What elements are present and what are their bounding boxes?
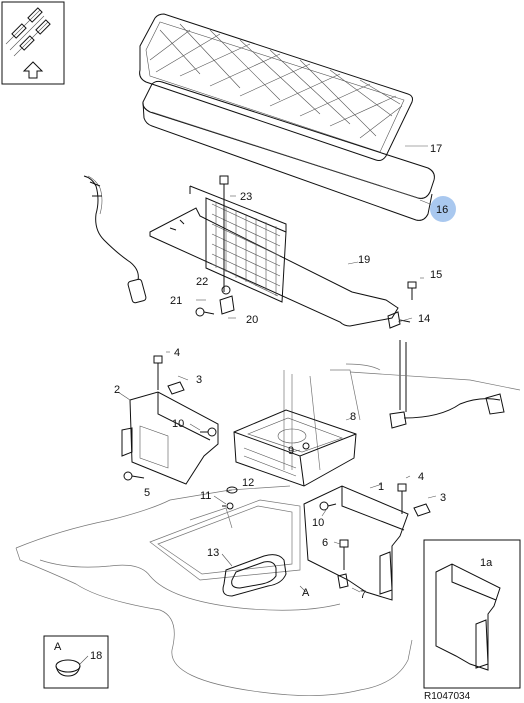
- screw-21: [195, 307, 215, 317]
- highlight-marker: [430, 196, 456, 222]
- screw-4-right: [397, 483, 407, 514]
- callout-22: 22: [196, 276, 208, 288]
- callout-1: 1: [378, 481, 384, 493]
- inset-label-a: A: [54, 641, 62, 653]
- callout-20: 20: [246, 314, 258, 326]
- callout-19: 19: [358, 254, 370, 266]
- callout-5: 5: [144, 487, 150, 499]
- orientation-icon: [1, 1, 65, 85]
- vehicle-floor-rails: [283, 363, 521, 471]
- detail-inset-18: [43, 635, 109, 689]
- callout-7: 7: [360, 589, 366, 601]
- callout-9: 9: [288, 445, 294, 457]
- callout-8: 8: [350, 411, 356, 423]
- plug-12: [226, 486, 238, 494]
- seat-cover-part: [139, 13, 413, 161]
- callout-17: 17: [430, 143, 442, 155]
- wiring-harness-right: [389, 340, 505, 429]
- floor-outline: [15, 485, 413, 696]
- screw-23: [219, 175, 229, 292]
- callout-10-right: 10: [312, 517, 324, 529]
- screw-10-right: [319, 501, 337, 511]
- seat-frame-part: [149, 185, 399, 327]
- callout-3-right: 3: [440, 492, 446, 504]
- wiring-harness-left: [83, 175, 147, 304]
- callout-23: 23: [240, 191, 252, 203]
- callout-4-right: 4: [418, 471, 424, 483]
- screw-10-left: [200, 427, 217, 437]
- leader-lines: [117, 195, 437, 593]
- frame-13: [222, 554, 287, 597]
- callout-16[interactable]: 16: [436, 204, 448, 216]
- detail-inset-1a: [423, 539, 521, 689]
- screw-4-left: [153, 355, 163, 390]
- screw-6: [339, 539, 349, 570]
- bracket-box-2: [121, 391, 219, 485]
- callout-4-left: 4: [174, 347, 180, 359]
- bracket-1: [303, 485, 409, 601]
- callout-12: 12: [242, 477, 254, 489]
- callout-1a: 1a: [480, 557, 493, 569]
- bracket-20: [219, 285, 235, 315]
- callout-15: 15: [430, 269, 442, 281]
- control-box-8: [233, 409, 357, 487]
- drawing-reference: R1047034: [424, 691, 471, 702]
- forward-arrow-icon: [22, 61, 44, 79]
- callout-13: 13: [207, 547, 219, 559]
- callout-3-left: 3: [196, 374, 202, 386]
- screw-5: [123, 471, 145, 481]
- clip-3-left: [167, 381, 185, 395]
- callout-6: 6: [322, 537, 328, 549]
- screw-9: [302, 442, 310, 450]
- clip-14: [387, 311, 411, 329]
- callout-18: 18: [90, 650, 102, 662]
- clip-3-right: [413, 503, 431, 517]
- callout-10-left: 10: [172, 418, 184, 430]
- screw-11: [222, 502, 234, 510]
- screw-15: [407, 281, 417, 300]
- callout-14: 14: [418, 313, 430, 325]
- callout-11: 11: [200, 490, 211, 502]
- nut-7: [337, 573, 349, 589]
- detail-marker-a: A: [302, 587, 310, 599]
- seat-cushion-part: [142, 80, 435, 221]
- callout-2: 2: [114, 384, 120, 396]
- callout-21: 21: [170, 295, 182, 307]
